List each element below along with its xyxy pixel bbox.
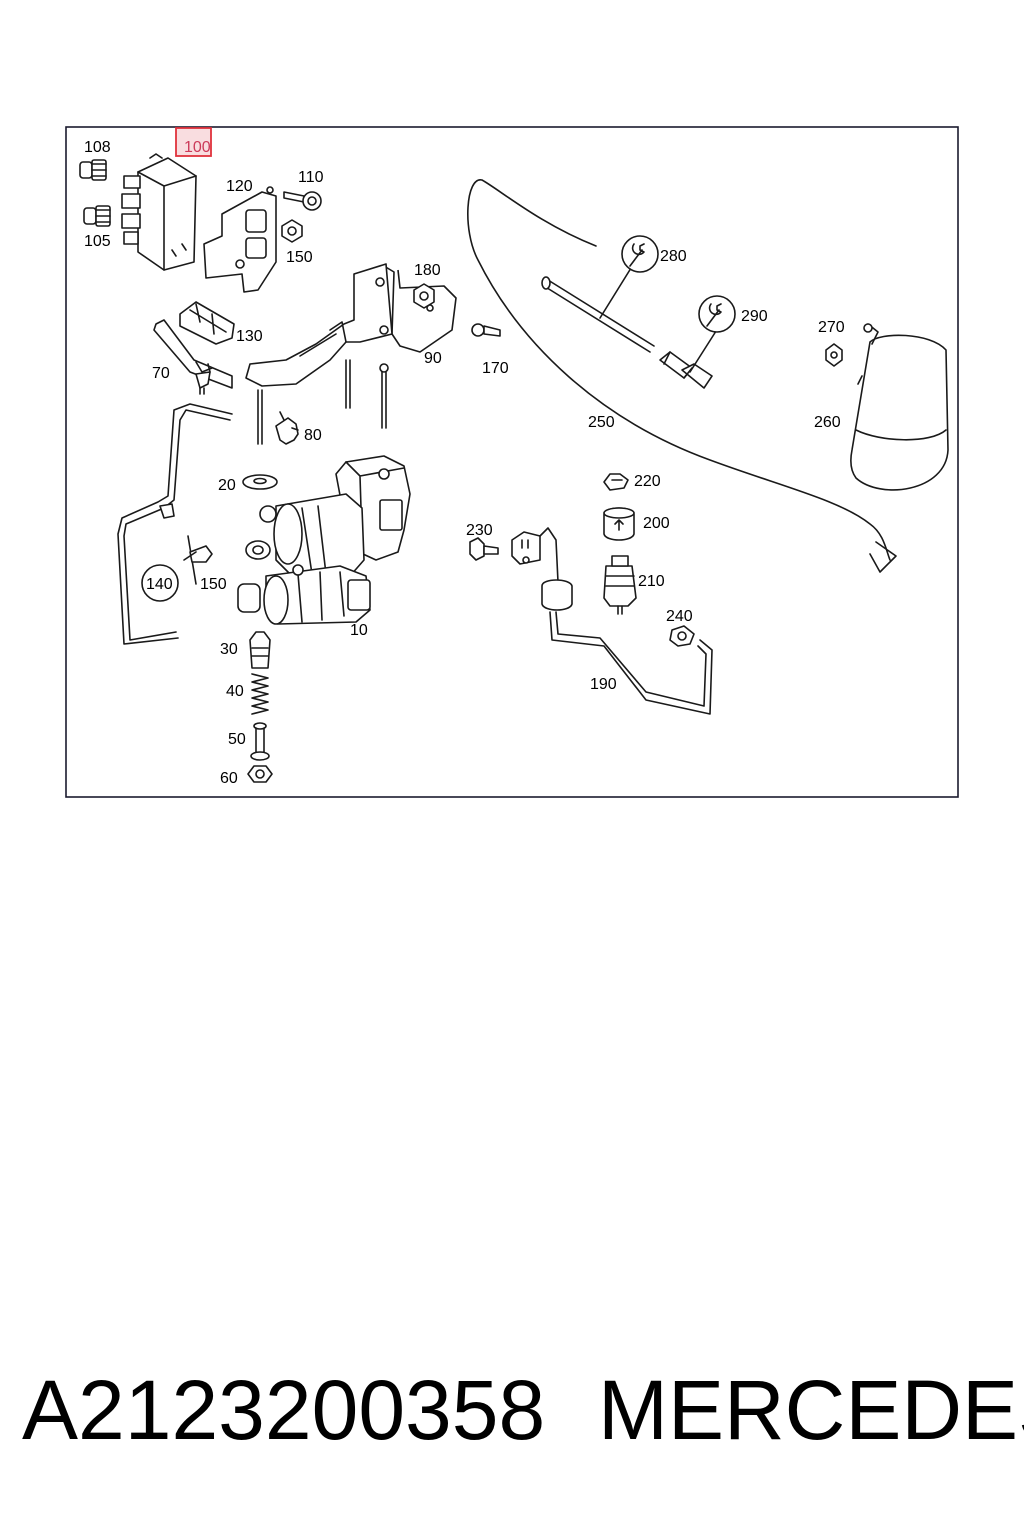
callout-label-140[interactable]: 140 [146,576,173,593]
part-270-drawing [825,343,843,367]
part-280-drawing [541,259,655,353]
part-200-drawing [603,507,635,541]
callout-label-40[interactable]: 40 [226,683,244,700]
callout-label-190[interactable]: 190 [590,676,617,693]
part-170-drawing [471,323,501,337]
highlighted-callout-box [175,127,212,157]
callout-label-260[interactable]: 260 [814,414,841,431]
part-120-drawing [203,186,277,293]
callout-label-30[interactable]: 30 [220,641,238,658]
wrench-icon [698,295,736,333]
part-160-drawing [281,219,303,243]
part-240-drawing [669,625,695,647]
callout-label-50[interactable]: 50 [228,731,246,748]
callout-label-90[interactable]: 90 [424,350,442,367]
callout-label-230[interactable]: 230 [466,522,493,539]
part-90-drawing [245,263,457,445]
part-140-drawing [117,403,233,645]
callout-label-270[interactable]: 270 [818,319,845,336]
brand-name: MERCEDES [598,1363,1024,1457]
callout-label-210[interactable]: 210 [638,573,665,590]
part-number: A2123200358 [22,1363,546,1457]
callout-label-70[interactable]: 70 [152,365,170,382]
part-20-drawing [242,474,278,490]
part-100-drawing [121,153,197,271]
callout-label-200[interactable]: 200 [643,515,670,532]
part-180-drawing [413,283,435,309]
part-60-drawing [247,765,273,783]
part-190-drawing [511,527,713,715]
callout-label-240[interactable]: 240 [666,608,693,625]
callout-label-170[interactable]: 170 [482,360,509,377]
part-110-drawing [283,191,322,211]
part-220-drawing [603,473,629,491]
callout-label-20[interactable]: 20 [218,477,236,494]
part-260-drawing [850,323,949,491]
part-108-drawing [79,159,107,181]
callout-label-108[interactable]: 108 [84,139,111,156]
callout-label-160[interactable]: 150 [286,249,313,266]
part-50-drawing [250,722,270,761]
callout-label-100[interactable]: 100 [184,139,211,156]
part-150-drawing [183,535,213,585]
callout-label-120[interactable]: 120 [226,178,253,195]
diagram-frame [65,126,959,798]
part-250-drawing [467,179,897,573]
callout-label-130[interactable]: 130 [236,328,263,345]
part-130-drawing [179,301,235,345]
callout-label-150[interactable]: 150 [200,576,227,593]
callout-label-180[interactable]: 180 [414,262,441,279]
part-10-drawing [237,455,411,625]
callout-label-10[interactable]: 10 [350,622,368,639]
part-30-drawing [249,631,271,669]
callout-label-110[interactable]: 110 [298,169,324,186]
callout-label-290[interactable]: 290 [741,308,768,325]
wrench-icon [621,235,659,273]
part-140-callout-circle [141,564,179,602]
part-230-drawing [469,537,499,561]
callout-label-105[interactable]: 105 [84,233,111,250]
callout-label-80[interactable]: 80 [304,427,322,444]
callout-label-60[interactable]: 60 [220,770,238,787]
part-40-drawing [251,673,269,715]
part-210-drawing [603,555,637,615]
part-70-drawing [153,319,233,395]
part-80-drawing [275,411,299,445]
callout-label-280[interactable]: 280 [660,248,687,265]
callout-label-220[interactable]: 220 [634,473,661,490]
part-290-drawing [659,327,719,389]
part-105-drawing [83,205,111,227]
callout-label-250[interactable]: 250 [588,414,615,431]
